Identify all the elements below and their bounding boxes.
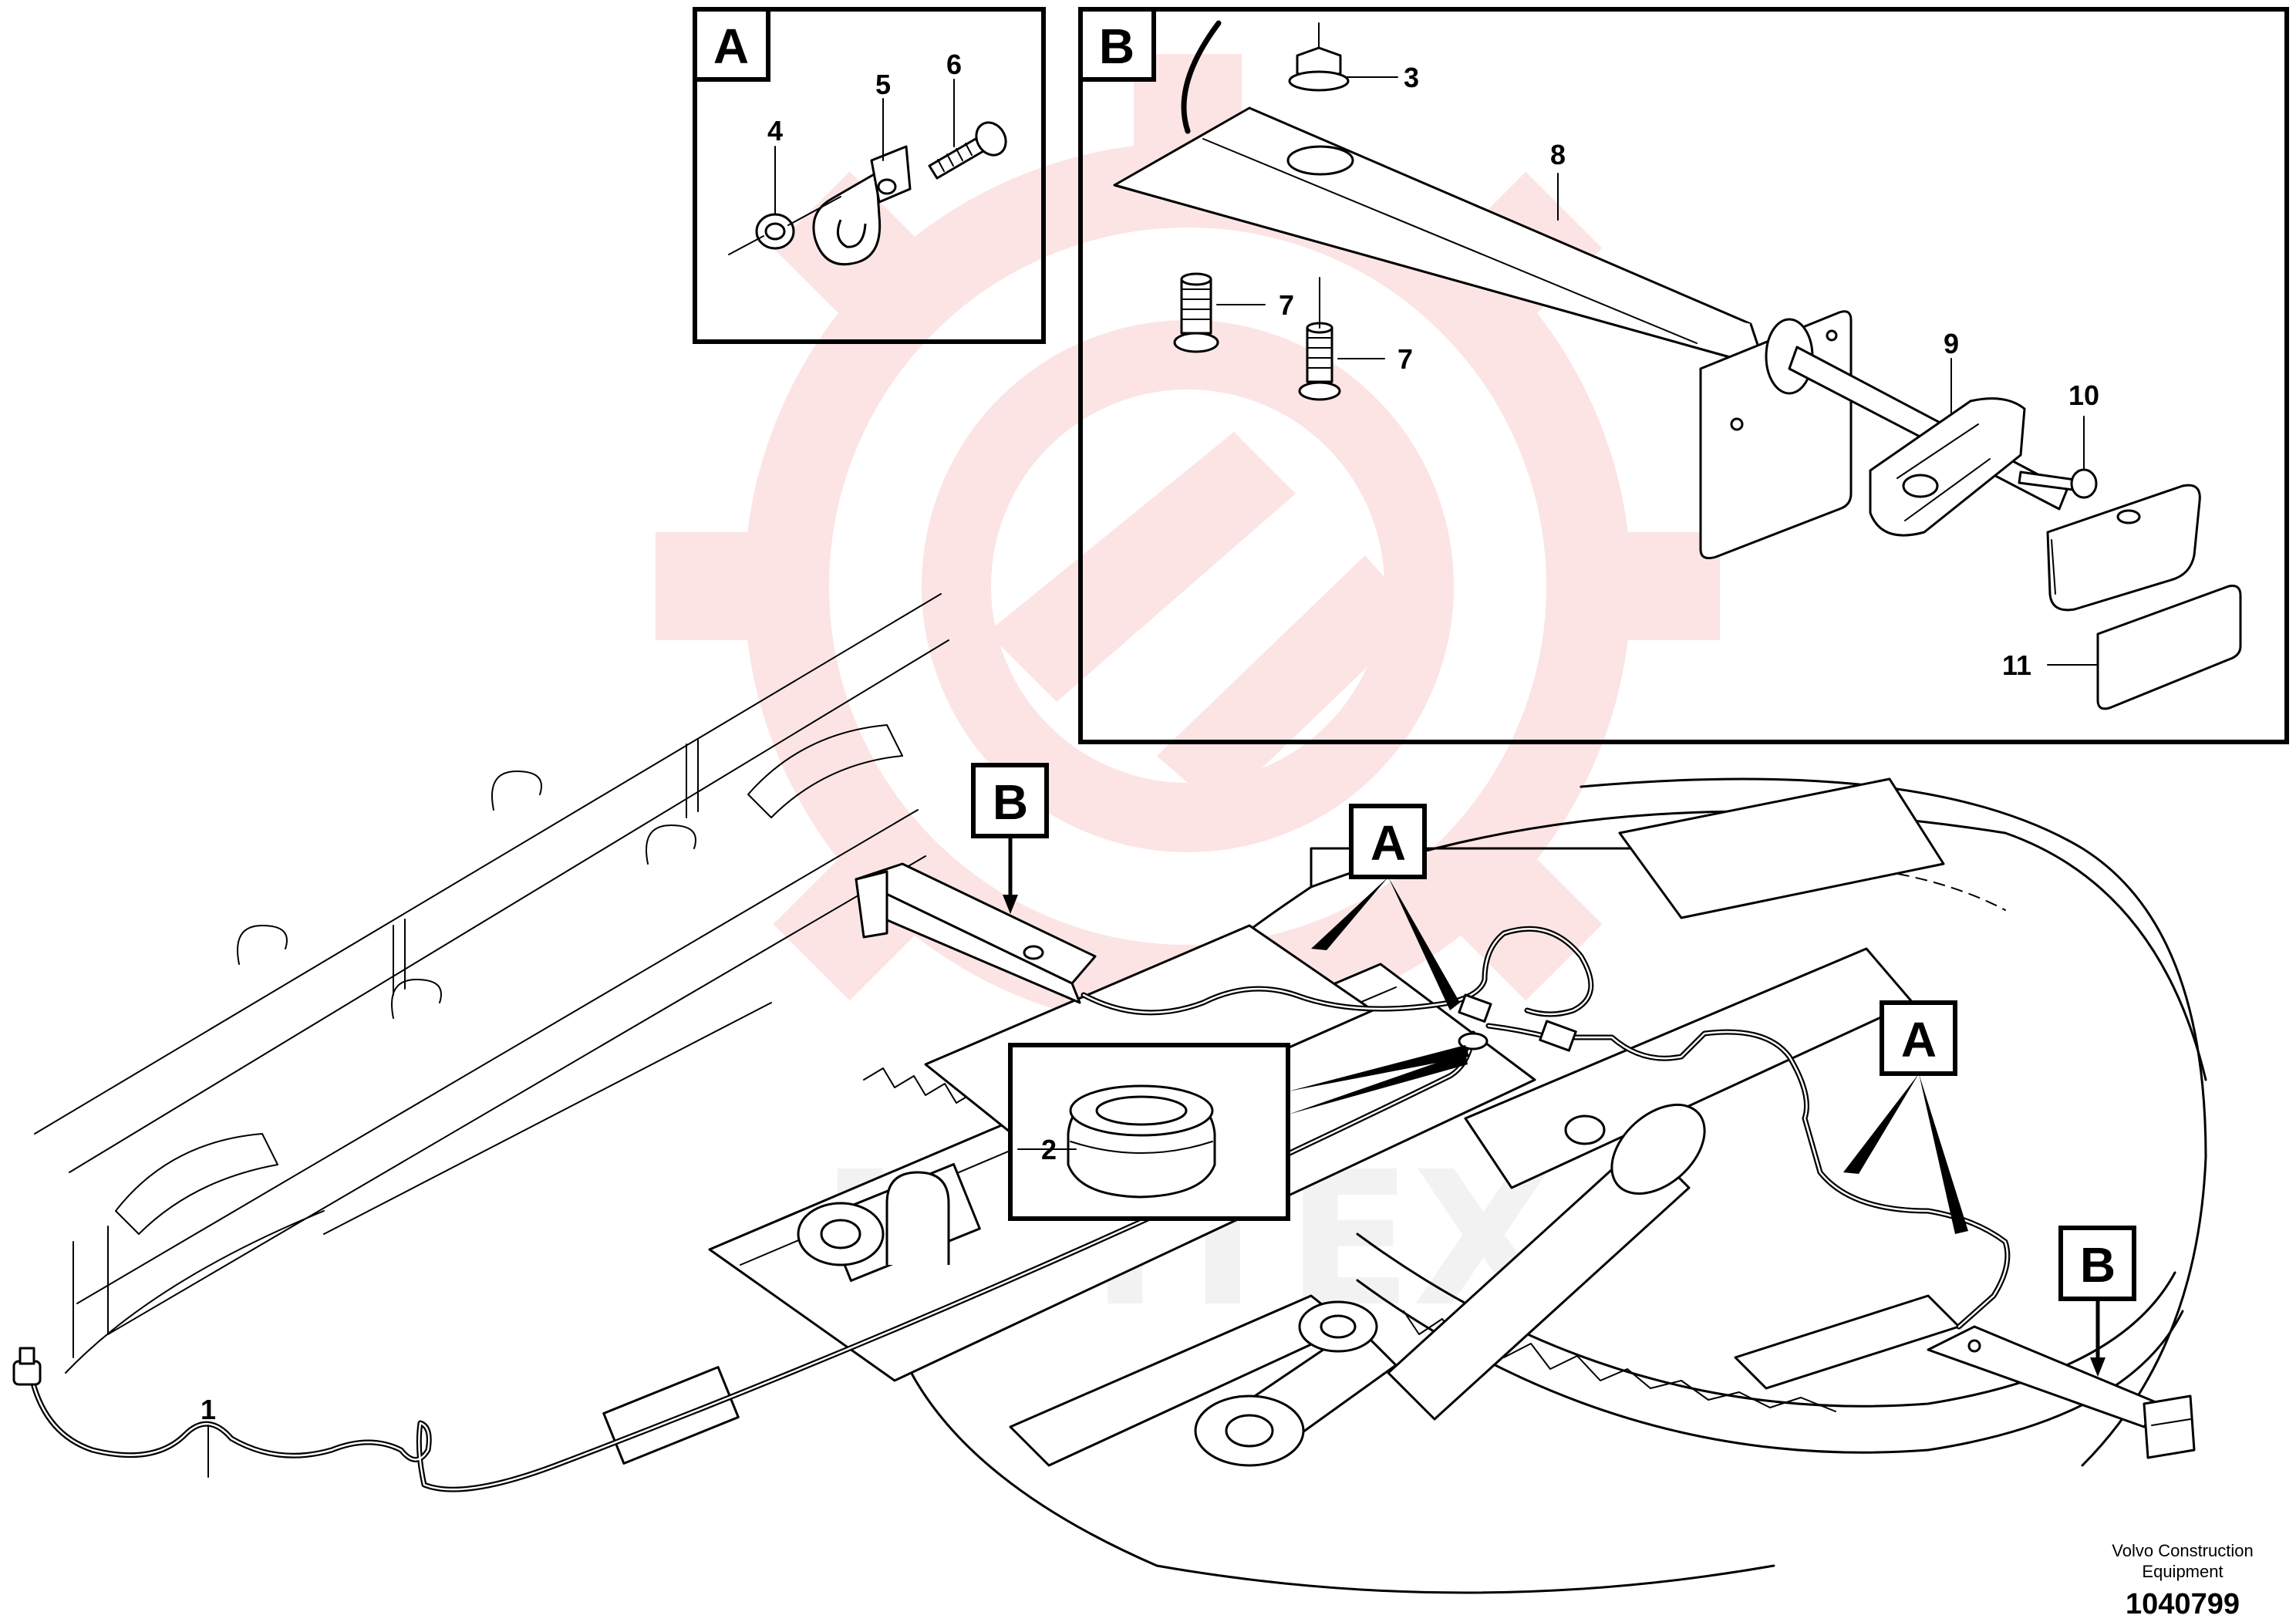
inset-b-letter: B [1099,19,1135,74]
inset-a-frame [693,7,1046,344]
inset-b-label-8: 8 [1550,139,1566,170]
shackle [797,1171,950,1266]
callout-b-lower: B [2058,1226,2136,1377]
flange-nut-part [1288,22,1398,92]
hydraulic-cylinder [1194,1103,1706,1467]
inset-b-label-11: 11 [2002,649,2031,681]
inset-b-label-3: 3 [1404,62,1419,93]
inset-a-label-5: 5 [875,69,891,100]
inset-a-label-6: 6 [946,49,962,80]
cap-holder-part [1869,358,2026,537]
inset-a-letter: A [713,19,749,74]
main-assembly: A A B B 1 2 [12,593,2207,1594]
frame-rails [34,593,949,1374]
rubber-pad-part [2047,585,2242,710]
inset-b-frame [1078,7,2289,744]
brand-line-2: Equipment [2142,1562,2223,1581]
inset-a-letter-box [693,7,770,82]
screw-part [928,121,1007,180]
footer: Volvo Construction Equipment 1040799 [2112,1541,2253,1620]
callout-b-lower-letter: B [2080,1237,2116,1293]
bracket-b-lower [1927,1325,2196,1459]
callout-a-right-letter: A [1901,1012,1937,1067]
callout-b-upper-letter: B [993,774,1028,830]
bolt-part-2 [1298,277,1385,401]
bolt-part [1173,272,1266,353]
end-cap-part [2046,484,2201,612]
inset-b-label-10: 10 [2068,379,2099,411]
inset-b-label-7a: 7 [1279,289,1294,321]
inset-a: A 4 5 6 [693,7,1046,344]
main-label-2: 2 [1041,1134,1057,1165]
inset-a-label-4: 4 [767,115,783,147]
callout-a-right: A [1843,1000,1968,1234]
callout-a-upper: A [1311,804,1460,1010]
figure-number: 1040799 [2126,1588,2240,1620]
brand-line-1: Volvo Construction [2112,1541,2253,1560]
inset-b-letter-box [1078,7,1156,82]
nut-part [728,196,841,255]
clamp-part [812,145,912,266]
inset-b-label-7b: 7 [1397,343,1413,375]
inset-b: B [1078,7,2289,744]
inset-b-label-9: 9 [1944,328,1959,359]
callout-a-upper-letter: A [1371,815,1406,871]
callout-b-upper: B [971,763,1049,914]
small-screw-part [2018,416,2098,499]
cable-harness [12,926,2011,1492]
bracket-b-upper [855,862,1097,1004]
grommet-inset [1008,1043,1469,1221]
main-label-1: 1 [201,1394,216,1425]
